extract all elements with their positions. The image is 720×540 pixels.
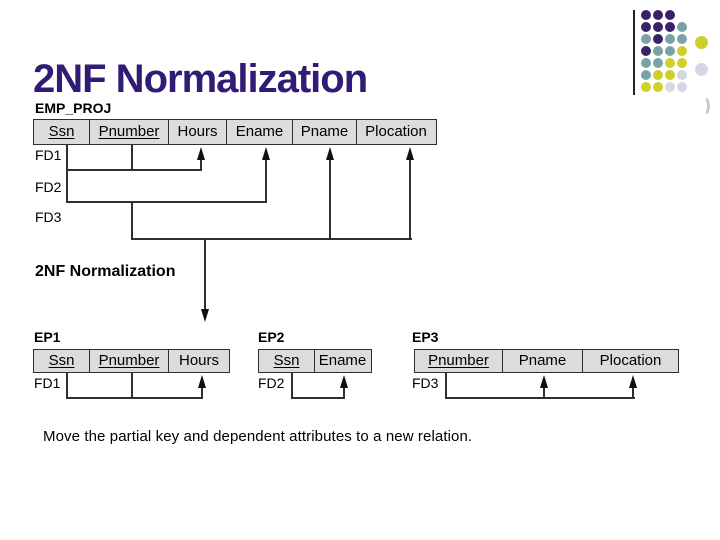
decoration-dot [677,82,687,92]
fd-label: FD2 [35,179,62,195]
fd-line [66,145,68,170]
decoration-dot [665,22,675,32]
dots-tail-curve [695,95,710,117]
fd-line [445,397,635,399]
fd-line [131,201,133,239]
fd-arrow-up [405,147,414,160]
fd-arrow-stem [265,155,267,201]
decoration-dot [677,22,687,32]
decoration-dot [665,10,675,20]
page-title: 2NF Normalization [33,63,368,97]
fd-line [445,373,447,398]
fd-line [66,373,68,398]
fd-line [66,397,203,399]
column-cell-Plocation: Plocation [582,349,679,373]
fd-arrow-stem [632,383,634,397]
fd-line [131,373,133,398]
figure-transform-label: 2NF Normalization [35,263,176,280]
column-cell-Pnumber: Pnumber [414,349,503,373]
column-cell-Ssn: Ssn [33,119,90,145]
fd-arrow-stem [200,155,202,169]
relation-name-EP3: EP3 [412,329,439,345]
column-cell-Ename: Ename [225,119,294,145]
column-cell-Ssn: Ssn [33,349,90,373]
decoration-dot [677,58,687,68]
fd-arrow-up [197,375,206,388]
decoration-dot [653,58,663,68]
title-container: 2NF Normalization [33,63,453,97]
column-cell-Hours: Hours [168,119,227,145]
decoration-dot [641,58,651,68]
column-cell-Hours: Hours [168,349,230,373]
normalization-arrow-stem [204,239,206,312]
fd-arrow-stem [329,155,331,238]
fd-label: FD1 [35,147,62,163]
decoration-dot [653,22,663,32]
decoration-dot [641,22,651,32]
relation-name-EP2: EP2 [258,329,285,345]
fd-arrow-stem [409,155,411,238]
column-cell-Ssn: Ssn [258,349,315,373]
fd-arrow-stem [543,383,545,397]
decoration-dot [641,46,651,56]
fd-line [291,373,293,398]
fd-line [66,169,68,202]
decoration-dot [653,34,663,44]
fd-label: FD3 [412,375,439,391]
fd-line [66,201,267,203]
decoration-dot [641,82,651,92]
fd-line [291,397,345,399]
decoration-dot [653,70,663,80]
fd-label: FD1 [34,375,61,391]
dots-divider-line [633,10,635,95]
decoration-dot [653,46,663,56]
decoration-dot [641,70,651,80]
decoration-dot [665,58,675,68]
decoration-dot-outlier [694,62,708,76]
normalization-arrow-head [200,309,209,322]
decoration-dot [665,82,675,92]
decoration-dot [665,70,675,80]
decoration-dot [665,34,675,44]
fd-arrow-up [339,375,348,388]
column-cell-Pname: Pname [501,349,584,373]
fd-arrow-up [539,375,548,388]
decoration-dot [677,70,687,80]
decoration-dot [641,34,651,44]
fd-arrow-up [628,375,637,388]
fd-arrow-up [325,147,334,160]
decoration-dot [677,34,687,44]
column-cell-Plocation: Plocation [355,119,437,145]
slide-caption: Move the partial key and dependent attri… [43,428,473,445]
fd-arrow-stem [343,383,345,397]
relation-name-EMP_PROJ: EMP_PROJ [35,100,112,116]
decoration-dot [653,10,663,20]
fd-arrow-stem [201,383,203,397]
fd-label: FD2 [258,375,285,391]
decoration-dot [665,46,675,56]
fd-line [66,169,202,171]
fd-line [131,238,412,240]
column-cell-Pname: Pname [292,119,357,145]
fd-line [131,145,133,170]
decoration-dot [653,82,663,92]
fd-arrow-up [196,147,205,160]
relation-name-EP1: EP1 [34,329,61,345]
decoration-dot [677,46,687,56]
column-cell-Pnumber: Pnumber [88,119,170,145]
fd-label: FD3 [35,209,62,225]
decoration-dot-outlier [694,35,708,49]
decoration-dot [641,10,651,20]
fd-arrow-up [261,147,270,160]
column-cell-Pnumber: Pnumber [88,349,170,373]
column-cell-Ename: Ename [313,349,372,373]
